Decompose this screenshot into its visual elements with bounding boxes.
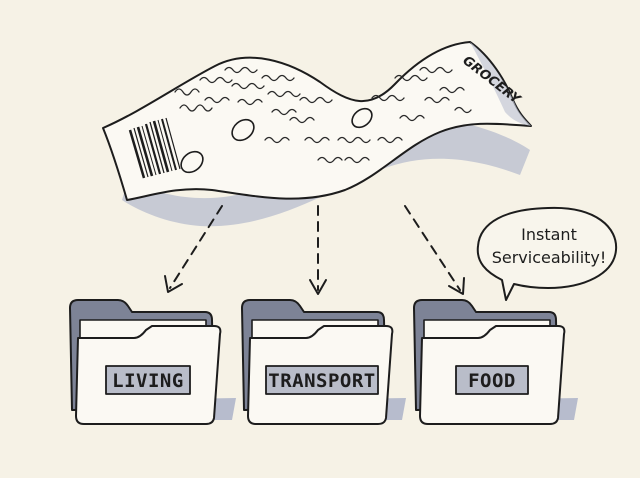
- arrowhead-transport: [309, 279, 327, 295]
- arrow-to-living: [169, 205, 223, 289]
- arrowhead-food: [448, 277, 465, 295]
- folder-living-label: LIVING: [112, 370, 184, 392]
- receipt-stamp-2: [231, 118, 255, 142]
- receipt-stamp-3: [351, 107, 373, 129]
- folder-transport-label: TRANSPORT: [268, 370, 375, 392]
- flow-arrows: [164, 205, 465, 295]
- folder-food[interactable]: FOOD: [413, 299, 578, 425]
- speech-bubble: Instant Serviceability!: [476, 206, 618, 301]
- receipt-stamp-1: [180, 150, 204, 174]
- receipt-handwriting: [174, 66, 472, 164]
- folder-transport[interactable]: TRANSPORT: [241, 299, 406, 425]
- folder-living[interactable]: LIVING: [69, 299, 236, 425]
- folder-living-label-box: [105, 365, 191, 395]
- barcode: [128, 117, 181, 179]
- speech-bubble-line-2: Serviceability!: [492, 248, 607, 267]
- receipt-curl: [470, 42, 531, 126]
- grocery-receipt: GROCERY: [102, 41, 532, 227]
- arrow-to-food: [404, 205, 461, 291]
- folder-food-label: FOOD: [468, 370, 516, 392]
- speech-bubble-line-1: Instant: [521, 225, 577, 244]
- speech-bubble-outline: [476, 206, 618, 301]
- folder-transport-label-box: [265, 365, 379, 395]
- folder-food-label-box: [455, 365, 529, 395]
- arrowhead-living: [164, 275, 183, 293]
